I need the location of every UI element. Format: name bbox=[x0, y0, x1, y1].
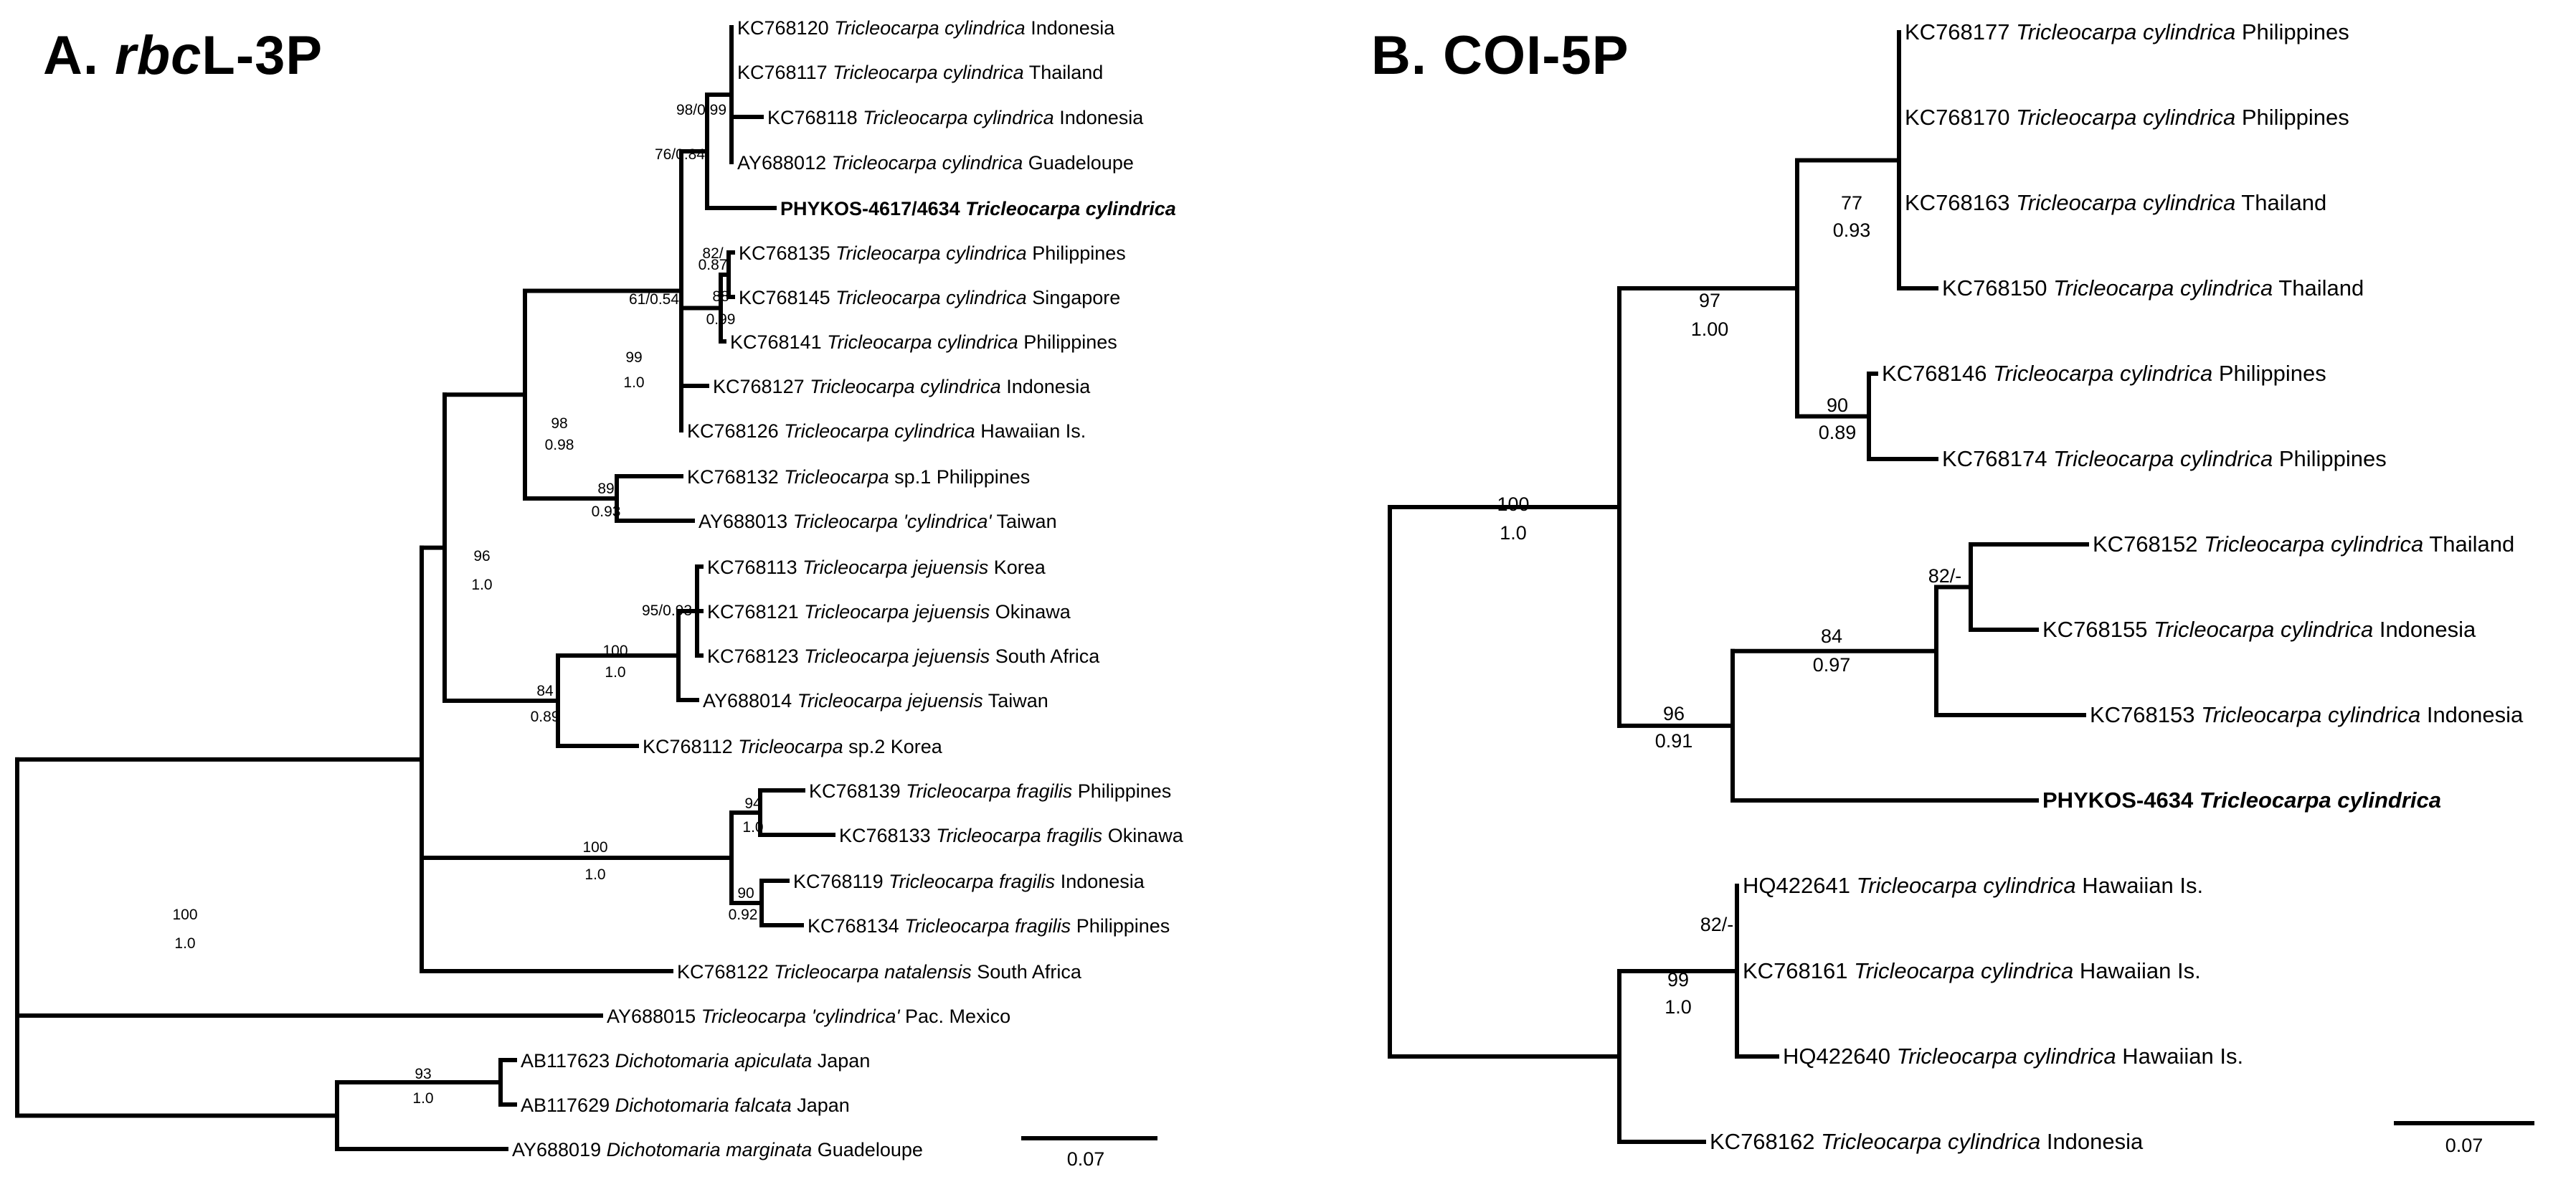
taxon-label: KC768132 Tricleocarpa sp.1 Philippines bbox=[687, 466, 1030, 488]
taxon-label: KC768174 Tricleocarpa cylindrica Philipp… bbox=[1942, 446, 2387, 471]
taxon-label: KC768134 Tricleocarpa fragilis Philippin… bbox=[808, 915, 1170, 937]
support-value-lower: 0.91 bbox=[1655, 730, 1693, 752]
taxon-label: KC768146 Tricleocarpa cylindrica Philipp… bbox=[1882, 361, 2326, 386]
support-value-upper: 98/0.99 bbox=[676, 102, 726, 118]
support-value-upper: 82/- bbox=[1928, 565, 1962, 587]
support-value-upper: 76/0.84 bbox=[655, 146, 705, 163]
support-value-upper: 100 bbox=[602, 643, 628, 659]
support-value-lower: 1.0 bbox=[412, 1090, 433, 1107]
taxon-label: KC768141 Tricleocarpa cylindrica Philipp… bbox=[730, 331, 1117, 353]
support-value-upper: 100 bbox=[172, 907, 197, 923]
support-value-upper: 61/0.54 bbox=[629, 291, 679, 308]
support-value-lower: 0.97 bbox=[1813, 654, 1851, 676]
panel-b-title: B. COI-5P bbox=[1371, 29, 1629, 83]
support-value-upper: 96 bbox=[473, 548, 490, 564]
taxon-label: KC768119 Tricleocarpa fragilis Indonesia bbox=[793, 871, 1145, 892]
support-value-lower: 1.0 bbox=[605, 664, 625, 681]
support-value-upper: 99 bbox=[1667, 969, 1689, 990]
panel-b-letter: B. bbox=[1371, 25, 1427, 86]
taxon-label: AB117623 Dichotomaria apiculata Japan bbox=[521, 1050, 870, 1072]
taxon-label: AY688013 Tricleocarpa 'cylindrica' Taiwa… bbox=[699, 511, 1057, 532]
taxon-label: KC768161 Tricleocarpa cylindrica Hawaiia… bbox=[1743, 958, 2201, 983]
taxon-label: PHYKOS-4617/4634 Tricleocarpa cylindrica bbox=[780, 198, 1176, 219]
support-value-lower: 0.93 bbox=[1833, 219, 1871, 241]
taxon-label: KC768162 Tricleocarpa cylindrica Indones… bbox=[1710, 1129, 2144, 1154]
support-value-lower: 0.92 bbox=[729, 907, 758, 923]
support-value-upper: 95/0.93 bbox=[642, 602, 692, 619]
support-value-upper: 90 bbox=[737, 885, 754, 902]
support-value-lower: 1.0 bbox=[1665, 996, 1692, 1018]
panel-a-title: A. rbcL-3P bbox=[43, 29, 323, 83]
support-value-lower: 1.0 bbox=[471, 577, 492, 593]
taxon-label: KC768126 Tricleocarpa cylindrica Hawaiia… bbox=[687, 420, 1086, 442]
taxon-label: KC768117 Tricleocarpa cylindrica Thailan… bbox=[737, 62, 1103, 83]
taxon-label: HQ422640 Tricleocarpa cylindrica Hawaiia… bbox=[1783, 1044, 2243, 1069]
support-value-lower: 1.0 bbox=[742, 819, 763, 836]
taxon-label: KC768163 Tricleocarpa cylindrica Thailan… bbox=[1905, 190, 2326, 215]
taxon-label: KC768120 Tricleocarpa cylindrica Indones… bbox=[737, 17, 1115, 39]
support-value-lower: 1.0 bbox=[584, 866, 605, 883]
scale-bar-label: 0.07 bbox=[2445, 1135, 2483, 1156]
taxon-label: KC768177 Tricleocarpa cylindrica Philipp… bbox=[1905, 19, 2349, 44]
support-value-lower: 0.98 bbox=[545, 437, 574, 453]
taxon-label: AY688015 Tricleocarpa 'cylindrica' Pac. … bbox=[607, 1006, 1010, 1027]
taxon-label: PHYKOS-4634 Tricleocarpa cylindrica bbox=[2042, 788, 2441, 813]
taxon-label: KC768112 Tricleocarpa sp.2 Korea bbox=[643, 736, 943, 757]
taxon-label: HQ422641 Tricleocarpa cylindrica Hawaiia… bbox=[1743, 873, 2203, 898]
panel-a-marker-rest: L-3P bbox=[202, 25, 323, 86]
support-value-lower: 1.00 bbox=[1691, 318, 1729, 340]
support-value-upper: 84 bbox=[1821, 625, 1842, 647]
scale-bar-label: 0.07 bbox=[1067, 1148, 1105, 1170]
taxon-label: KC768133 Tricleocarpa fragilis Okinawa bbox=[839, 825, 1184, 846]
support-value-upper: 84 bbox=[536, 683, 554, 699]
panel-a-marker-italic: rbc bbox=[115, 25, 202, 86]
support-value-lower: 0.87 bbox=[699, 257, 728, 273]
support-value-upper: 82/- bbox=[1700, 914, 1734, 935]
support-value-upper: 82/ bbox=[702, 245, 723, 262]
taxon-label: KC768170 Tricleocarpa cylindrica Philipp… bbox=[1905, 105, 2349, 130]
support-value-lower: 1.0 bbox=[1500, 522, 1527, 544]
taxon-label: KC768135 Tricleocarpa cylindrica Philipp… bbox=[739, 242, 1126, 264]
support-value-upper: 97 bbox=[1699, 290, 1720, 311]
taxon-label: AY688019 Dichotomaria marginata Guadelou… bbox=[512, 1139, 923, 1160]
support-value-upper: 93 bbox=[415, 1066, 431, 1082]
support-value-upper: 94 bbox=[744, 795, 762, 812]
taxon-label: KC768152 Tricleocarpa cylindrica Thailan… bbox=[2093, 531, 2514, 557]
panel-a-letter: A. bbox=[43, 25, 99, 86]
support-value-upper: 100 bbox=[1497, 493, 1529, 515]
taxon-label: KC768155 Tricleocarpa cylindrica Indones… bbox=[2042, 617, 2476, 642]
support-value-upper: 99 bbox=[625, 349, 642, 366]
taxon-label: KC768153 Tricleocarpa cylindrica Indones… bbox=[2090, 702, 2524, 727]
support-value-lower: 0.89 bbox=[1819, 422, 1857, 443]
taxon-label: KC768118 Tricleocarpa cylindrica Indones… bbox=[767, 107, 1144, 128]
taxon-label: KC768145 Tricleocarpa cylindrica Singapo… bbox=[739, 287, 1120, 308]
taxon-label: KC768150 Tricleocarpa cylindrica Thailan… bbox=[1942, 275, 2364, 301]
taxon-label: AB117629 Dichotomaria falcata Japan bbox=[521, 1094, 850, 1116]
taxon-label: KC768113 Tricleocarpa jejuensis Korea bbox=[707, 557, 1046, 578]
taxon-label: KC768139 Tricleocarpa fragilis Philippin… bbox=[809, 780, 1171, 802]
taxon-label: KC768123 Tricleocarpa jejuensis South Af… bbox=[707, 646, 1100, 667]
support-value-upper: 77 bbox=[1841, 192, 1862, 214]
taxon-label: AY688012 Tricleocarpa cylindrica Guadelo… bbox=[737, 152, 1134, 174]
taxon-label: KC768121 Tricleocarpa jejuensis Okinawa bbox=[707, 601, 1071, 623]
taxon-label: AY688014 Tricleocarpa jejuensis Taiwan bbox=[703, 690, 1048, 711]
support-value-lower: 0.89 bbox=[531, 709, 560, 725]
support-value-lower: 0.99 bbox=[706, 311, 736, 328]
panel-b-marker: COI-5P bbox=[1443, 25, 1629, 86]
support-value-lower: 1.0 bbox=[174, 935, 195, 952]
support-value-upper: 96 bbox=[1663, 703, 1685, 724]
support-value-upper: 89 bbox=[597, 481, 614, 497]
taxon-label: KC768127 Tricleocarpa cylindrica Indones… bbox=[713, 376, 1091, 397]
support-value-upper: 88 bbox=[712, 288, 729, 305]
support-value-upper: 100 bbox=[582, 839, 607, 856]
taxon-label: KC768122 Tricleocarpa natalensis South A… bbox=[677, 961, 1082, 983]
support-value-upper: 90 bbox=[1827, 394, 1848, 416]
support-value-upper: 98 bbox=[551, 415, 567, 432]
support-value-lower: 1.0 bbox=[623, 374, 644, 391]
support-value-lower: 0.93 bbox=[592, 503, 621, 520]
